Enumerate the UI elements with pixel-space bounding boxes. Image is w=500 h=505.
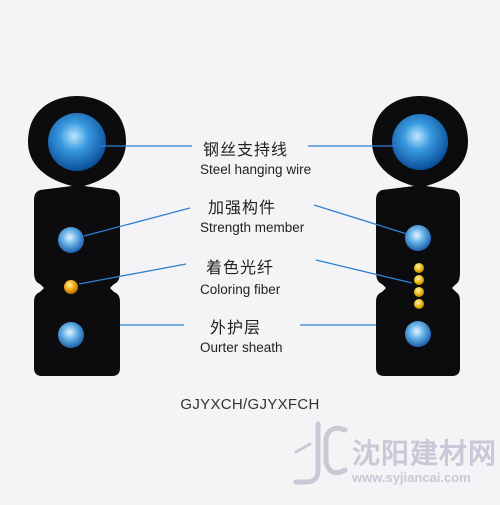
watermark-logo: [293, 421, 348, 485]
watermark-text: 沈阳建材网: [352, 437, 498, 470]
left-cable: [28, 96, 126, 376]
right-coloring-fiber-3: [414, 287, 424, 297]
leader-fiber-left: [78, 263, 187, 285]
right-steel-wire: [392, 114, 448, 170]
right-coloring-fiber-1: [414, 263, 424, 273]
cable-model-name: GJYXCH/GJYXFCH: [180, 396, 320, 413]
right-strength-member-bottom: [405, 321, 431, 347]
leader-lines: [78, 145, 413, 326]
label-strength-member-cn: 加强构件: [208, 198, 277, 217]
left-steel-wire: [48, 113, 106, 171]
leader-fiber-right: [315, 259, 413, 284]
label-steel-wire-cn: 钢丝支持线: [203, 140, 289, 159]
left-strength-member-bottom: [58, 322, 84, 348]
watermark-url: www.syjiancai.com: [352, 470, 471, 485]
leader-member-right: [313, 204, 408, 235]
label-coloring-fiber-en: Coloring fiber: [200, 282, 281, 297]
right-strength-member-top: [405, 225, 431, 251]
right-cable: [372, 96, 468, 376]
label-outer-sheath-cn: 外护层: [210, 318, 262, 337]
leader-member-left: [83, 207, 191, 237]
right-coloring-fiber-2: [414, 275, 424, 285]
left-coloring-fiber: [64, 280, 78, 294]
left-strength-member-top: [58, 227, 84, 253]
label-outer-sheath-en: Ourter sheath: [200, 340, 283, 355]
label-steel-wire-en: Steel hanging wire: [200, 162, 312, 177]
right-coloring-fiber-4: [414, 299, 424, 309]
label-strength-member-en: Strength member: [200, 220, 305, 235]
label-coloring-fiber-cn: 着色光纤: [206, 258, 275, 277]
